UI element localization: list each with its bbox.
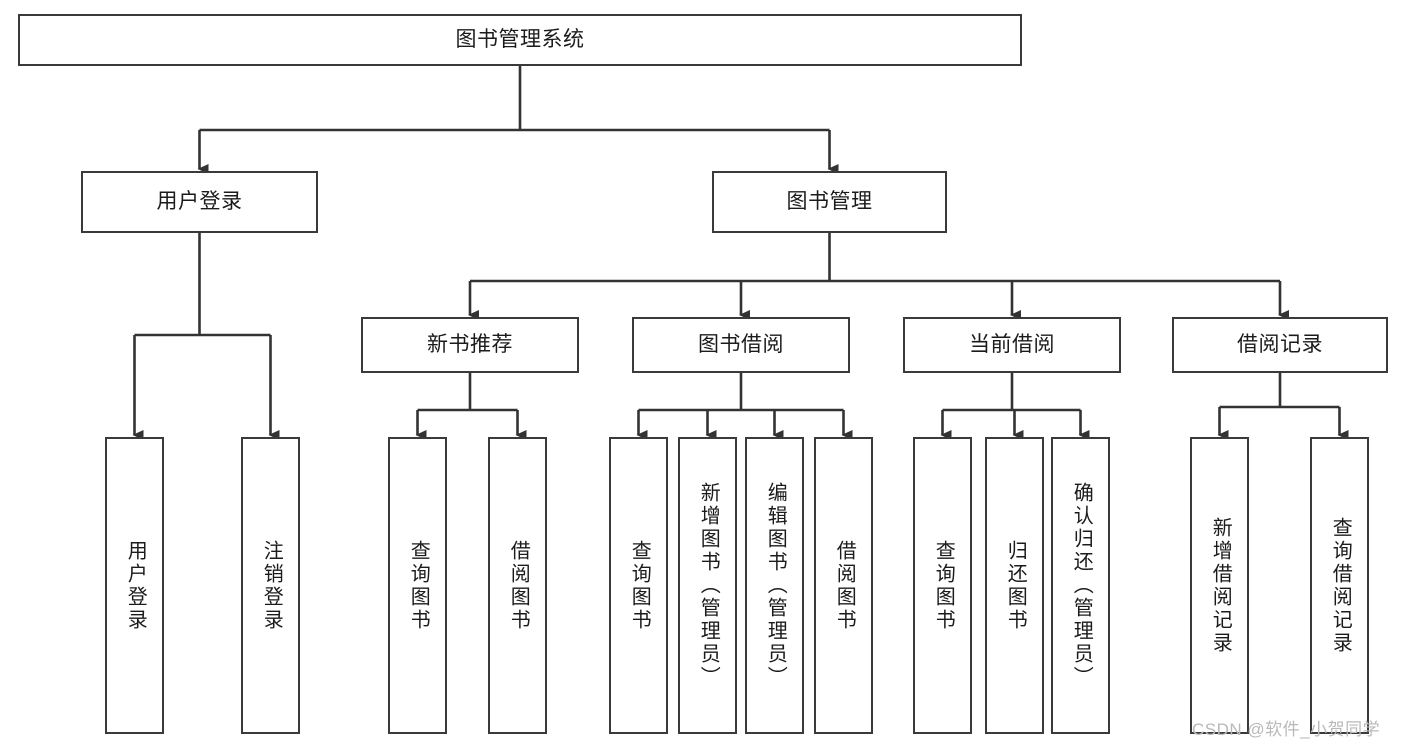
node-leaf-return-book[interactable]: 归还图书 [985, 437, 1044, 734]
node-new-book-rec[interactable]: 新书推荐 [361, 317, 579, 373]
node-label-borrow-record: 借阅记录 [1237, 332, 1323, 356]
node-leaf-edit-book[interactable]: 编辑图书（管理员） [745, 437, 804, 734]
node-label-leaf-query-record: 查询借阅记录 [1329, 516, 1352, 655]
node-label-leaf-query-book-2: 查询图书 [628, 539, 651, 632]
node-label-leaf-confirm-return: 确认归还（管理员） [1070, 482, 1093, 689]
node-leaf-borrow-book-2[interactable]: 借阅图书 [814, 437, 873, 734]
node-label-user-login: 用户登录 [156, 189, 243, 213]
node-label-book-borrow: 图书借阅 [698, 332, 784, 356]
node-label-leaf-user-login: 用户登录 [124, 539, 147, 632]
node-label-leaf-borrow-book-1: 借阅图书 [507, 539, 530, 632]
node-leaf-user-login[interactable]: 用户登录 [105, 437, 164, 734]
node-root[interactable]: 图书管理系统 [18, 14, 1022, 66]
node-leaf-confirm-return[interactable]: 确认归还（管理员） [1051, 437, 1110, 734]
node-leaf-add-book[interactable]: 新增图书（管理员） [678, 437, 737, 734]
node-label-current-borrow: 当前借阅 [969, 332, 1055, 356]
node-leaf-query-book-2[interactable]: 查询图书 [609, 437, 668, 734]
node-leaf-borrow-book-1[interactable]: 借阅图书 [488, 437, 547, 734]
node-leaf-logout[interactable]: 注销登录 [241, 437, 300, 734]
node-book-borrow[interactable]: 图书借阅 [632, 317, 850, 373]
node-label-leaf-logout: 注销登录 [260, 539, 283, 632]
node-leaf-add-record[interactable]: 新增借阅记录 [1190, 437, 1249, 734]
node-leaf-query-book-3[interactable]: 查询图书 [913, 437, 972, 734]
node-label-leaf-add-record: 新增借阅记录 [1209, 516, 1232, 655]
node-label-leaf-add-book: 新增图书（管理员） [697, 482, 720, 689]
node-leaf-query-record[interactable]: 查询借阅记录 [1310, 437, 1369, 734]
node-label-new-book-rec: 新书推荐 [427, 332, 513, 356]
watermark-label: CSDN @软件_小贺同学 [1192, 720, 1381, 739]
node-label-leaf-edit-book: 编辑图书（管理员） [764, 482, 787, 689]
node-borrow-record[interactable]: 借阅记录 [1172, 317, 1388, 373]
node-label-root: 图书管理系统 [455, 27, 585, 51]
node-label-leaf-query-book-1: 查询图书 [407, 539, 430, 632]
node-user-login[interactable]: 用户登录 [81, 171, 318, 233]
node-label-leaf-borrow-book-2: 借阅图书 [833, 539, 856, 632]
node-label-book-manage: 图书管理 [786, 189, 873, 213]
node-book-manage[interactable]: 图书管理 [712, 171, 947, 233]
node-current-borrow[interactable]: 当前借阅 [903, 317, 1121, 373]
node-label-leaf-query-book-3: 查询图书 [932, 539, 955, 632]
connector-lines [132, 66, 1349, 440]
node-leaf-query-book-1[interactable]: 查询图书 [388, 437, 447, 734]
node-label-leaf-return-book: 归还图书 [1004, 539, 1027, 632]
